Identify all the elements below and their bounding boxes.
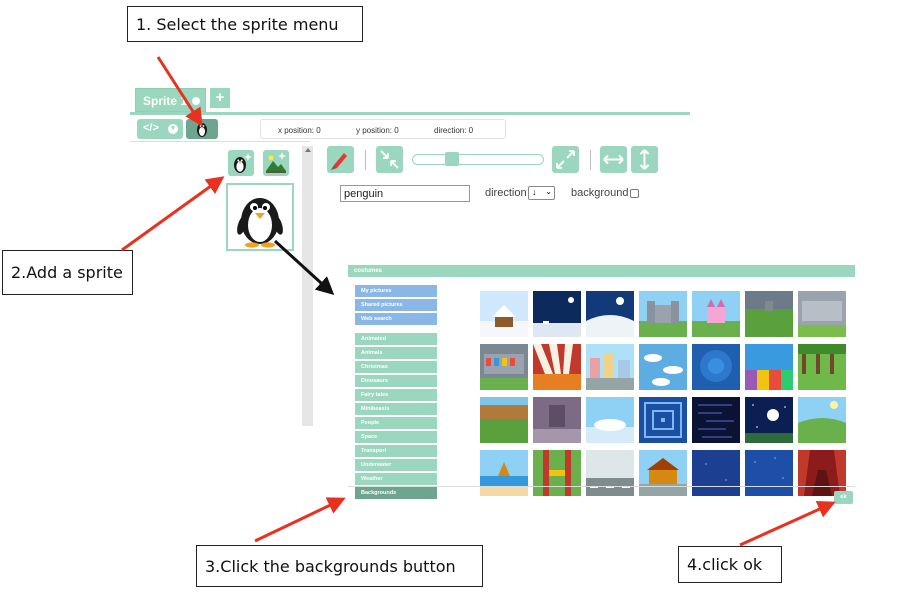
category-button-minibeasts[interactable]: Minibeasts <box>355 403 437 415</box>
tab-sprite-1-label: Sprite 1 <box>143 94 188 108</box>
costumes-dialog-title: costumes <box>348 265 855 277</box>
category-button-backgrounds[interactable]: Backgrounds <box>355 487 437 499</box>
background-thumbnail[interactable] <box>692 450 740 496</box>
background-thumbnail[interactable] <box>639 450 687 496</box>
category-button-people[interactable]: People <box>355 417 437 429</box>
background-thumbnail[interactable] <box>798 450 846 496</box>
background-thumbnail[interactable] <box>745 397 793 443</box>
background-thumbnail[interactable] <box>692 397 740 443</box>
direction-select-value: ↓ <box>532 187 537 197</box>
background-thumbnail[interactable] <box>586 450 634 496</box>
background-thumbnail[interactable] <box>639 397 687 443</box>
position-readout: x position: 0 y position: 0 direction: 0 <box>260 119 506 139</box>
background-thumbnail[interactable] <box>798 291 846 337</box>
source-button-web-search[interactable]: Web search <box>355 313 437 325</box>
background-thumbnail[interactable] <box>533 344 581 390</box>
background-thumbnail[interactable] <box>692 291 740 337</box>
background-thumbnail[interactable] <box>745 450 793 496</box>
background-thumbnail[interactable] <box>745 344 793 390</box>
x-position-readout: x position: 0 <box>278 126 321 135</box>
add-tab-button[interactable]: + <box>210 88 230 108</box>
paintbrush-icon <box>331 153 347 170</box>
background-thumbnail[interactable] <box>586 344 634 390</box>
add-from-library-button[interactable] <box>263 150 289 176</box>
expand-arrows-icon <box>556 150 575 169</box>
code-icon: </> <box>143 122 159 134</box>
tab-sprite-1[interactable]: Sprite 1 <box>135 88 206 112</box>
background-thumbnail[interactable] <box>533 397 581 443</box>
toolbar-divider <box>590 150 591 170</box>
size-slider-knob[interactable] <box>445 152 459 166</box>
code-view-button[interactable]: </> ▾ <box>137 119 183 139</box>
direction-label: direction <box>485 187 527 199</box>
callout-click-ok: 4.click ok <box>678 546 782 583</box>
background-thumbnail[interactable] <box>586 291 634 337</box>
ok-button[interactable]: ok <box>834 491 853 504</box>
category-button-underwater[interactable]: Underwater <box>355 459 437 471</box>
penguin-icon <box>197 123 207 137</box>
background-thumbnail[interactable] <box>798 344 846 390</box>
background-thumbnail[interactable] <box>639 344 687 390</box>
category-button-animated[interactable]: Animated <box>355 333 437 345</box>
penguin-sparkle-icon <box>234 153 252 173</box>
sprite-list-scrollbar[interactable] <box>302 146 313 426</box>
source-button-shared-pictures[interactable]: Shared pictures <box>355 299 437 311</box>
direction-readout: direction: 0 <box>434 126 474 135</box>
flip-horizontal-icon <box>603 154 624 165</box>
penguin-icon <box>237 198 283 248</box>
flip-vertical-button[interactable] <box>631 146 658 173</box>
sprite-thumbnail[interactable] <box>226 183 294 251</box>
direction-select[interactable]: ↓ ⌄ <box>528 186 555 200</box>
chevron-down-icon: ▾ <box>168 124 178 134</box>
sidebar-divider <box>130 141 310 142</box>
tab-strip: Sprite 1 + <box>130 84 690 115</box>
tab-underline <box>130 112 690 115</box>
background-thumbnail[interactable] <box>533 450 581 496</box>
background-thumbnail[interactable] <box>692 344 740 390</box>
sprite-name-input[interactable] <box>340 185 470 202</box>
grow-button[interactable] <box>552 146 579 173</box>
size-slider[interactable] <box>412 152 544 166</box>
background-thumbnail[interactable] <box>480 344 528 390</box>
callout-add-sprite: 2.Add a sprite <box>2 250 133 295</box>
callout-click-backgrounds: 3.Click the backgrounds button <box>196 545 483 587</box>
background-label: background <box>571 187 629 199</box>
tab-options-icon[interactable] <box>192 97 200 105</box>
category-button-christmas[interactable]: Christmas <box>355 361 437 373</box>
background-checkbox[interactable] <box>630 189 639 198</box>
add-sprite-button[interactable] <box>228 150 254 176</box>
y-position-readout: y position: 0 <box>356 126 399 135</box>
chevron-down-icon: ⌄ <box>545 187 552 196</box>
landscape-sparkle-icon <box>266 152 286 173</box>
sprite-menu-button[interactable] <box>186 119 218 139</box>
background-thumbnail[interactable] <box>480 291 528 337</box>
shrink-arrows-icon <box>380 150 399 169</box>
shrink-button[interactable] <box>376 146 403 173</box>
callout-select-sprite-menu: 1. Select the sprite menu <box>127 6 363 42</box>
background-thumbnail[interactable] <box>533 291 581 337</box>
category-button-fairy-tales[interactable]: Fairy tales <box>355 389 437 401</box>
arrow-to-backgrounds-button <box>254 497 346 543</box>
paint-button[interactable] <box>327 146 354 173</box>
category-button-transport[interactable]: Transport <box>355 445 437 457</box>
flip-vertical-icon <box>639 149 650 170</box>
category-button-animals[interactable]: Animals <box>355 347 437 359</box>
background-thumbnail[interactable] <box>798 397 846 443</box>
toolbar-divider <box>365 150 366 170</box>
background-thumbnail[interactable] <box>586 397 634 443</box>
category-button-dinosaurs[interactable]: Dinosaurs <box>355 375 437 387</box>
background-thumbnail[interactable] <box>480 450 528 496</box>
arrow-to-ok-button <box>739 500 836 547</box>
background-thumbnail[interactable] <box>480 397 528 443</box>
source-button-my-pictures[interactable]: My pictures <box>355 285 437 297</box>
background-thumbnail[interactable] <box>745 291 793 337</box>
dialog-divider <box>348 486 855 487</box>
background-thumbnail[interactable] <box>639 291 687 337</box>
flip-horizontal-button[interactable] <box>600 146 627 173</box>
category-button-weather[interactable]: Weather <box>355 473 437 485</box>
category-button-space[interactable]: Space <box>355 431 437 443</box>
